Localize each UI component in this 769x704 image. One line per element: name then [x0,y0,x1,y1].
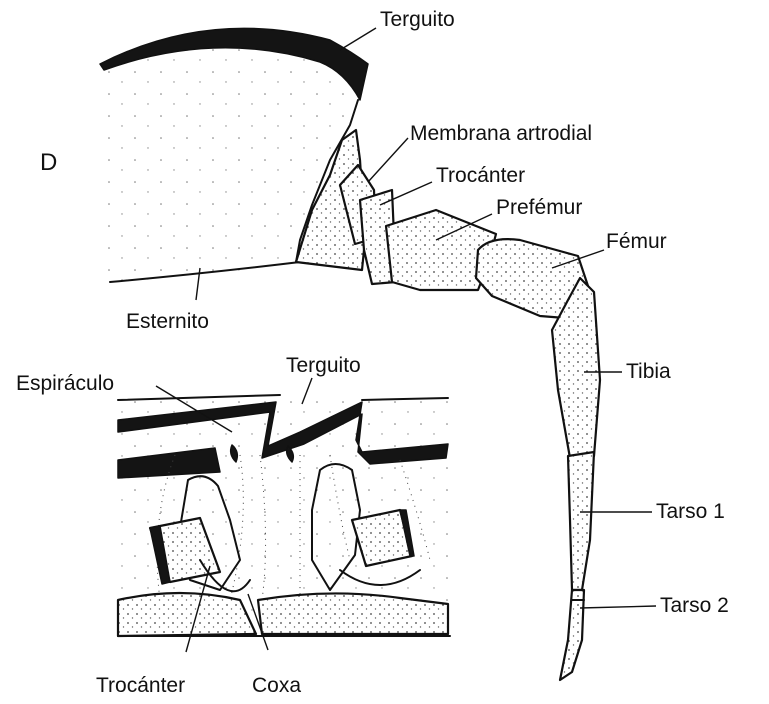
label-terguito-top: Terguito [380,8,455,31]
label-femur: Fémur [606,230,667,253]
panel-label: D [40,149,57,176]
label-membrana-artrodial: Membrana artrodial [410,122,592,145]
label-tarso-2: Tarso 2 [660,594,729,617]
label-terguito-inset: Terguito [286,354,361,377]
label-esternito: Esternito [126,310,209,333]
inset-figure [118,395,450,636]
label-coxa: Coxa [252,674,301,697]
label-trocanter-top: Trocánter [436,164,525,187]
tarsus1-upper [568,452,594,590]
label-tibia: Tibia [626,360,671,383]
tarsus2-upper [560,590,584,680]
label-prefemur: Prefémur [496,196,582,219]
label-tarso-1: Tarso 1 [656,500,725,523]
label-espiraculo: Espiráculo [16,372,114,395]
label-trocanter-inset: Trocánter [96,674,185,697]
